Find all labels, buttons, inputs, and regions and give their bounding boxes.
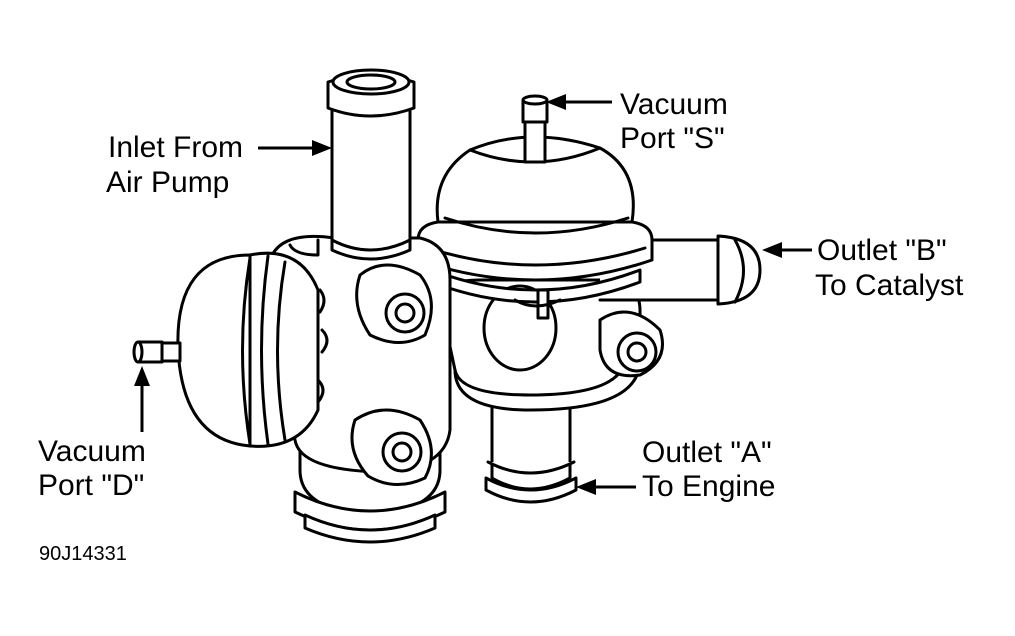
upper-boss — [355, 263, 433, 344]
inlet-arrow — [258, 140, 332, 156]
vacuum-d-label-line1: Vacuum — [38, 435, 146, 468]
port-s-nipple — [521, 94, 549, 164]
figure-code: 90J14331 — [39, 543, 127, 565]
vacuum-s-label-line2: Port "S" — [620, 122, 725, 155]
outlet-a-label-line1: Outlet "A" — [642, 436, 772, 469]
right-boss — [598, 310, 664, 378]
outlet-b-arrow — [762, 242, 812, 258]
vacuum-s-arrow — [546, 94, 612, 110]
inlet-label-line1: Inlet From — [108, 131, 244, 164]
inlet-pipe — [326, 68, 416, 261]
body-slots — [316, 288, 329, 404]
vacuum-d-label-line2: Port "D" — [38, 469, 145, 502]
vacuum-canister-d — [176, 251, 320, 448]
outlet-a-label-line2: To Engine — [642, 470, 776, 503]
outlet-b-label-line1: Outlet "B" — [817, 234, 947, 267]
port-d-nipple — [132, 340, 182, 364]
center-connector — [513, 288, 562, 320]
vacuum-s-label-line1: Vacuum — [620, 88, 728, 121]
vacuum-d-arrow — [134, 366, 150, 432]
outlet-a-pipe — [484, 398, 578, 504]
outlet-a-arrow — [576, 479, 636, 495]
lower-boss — [350, 408, 433, 486]
inlet-label-line2: Air Pump — [106, 166, 230, 199]
outlet-b-label-line2: To Catalyst — [815, 269, 964, 302]
vacuum-canister-s — [416, 135, 654, 304]
